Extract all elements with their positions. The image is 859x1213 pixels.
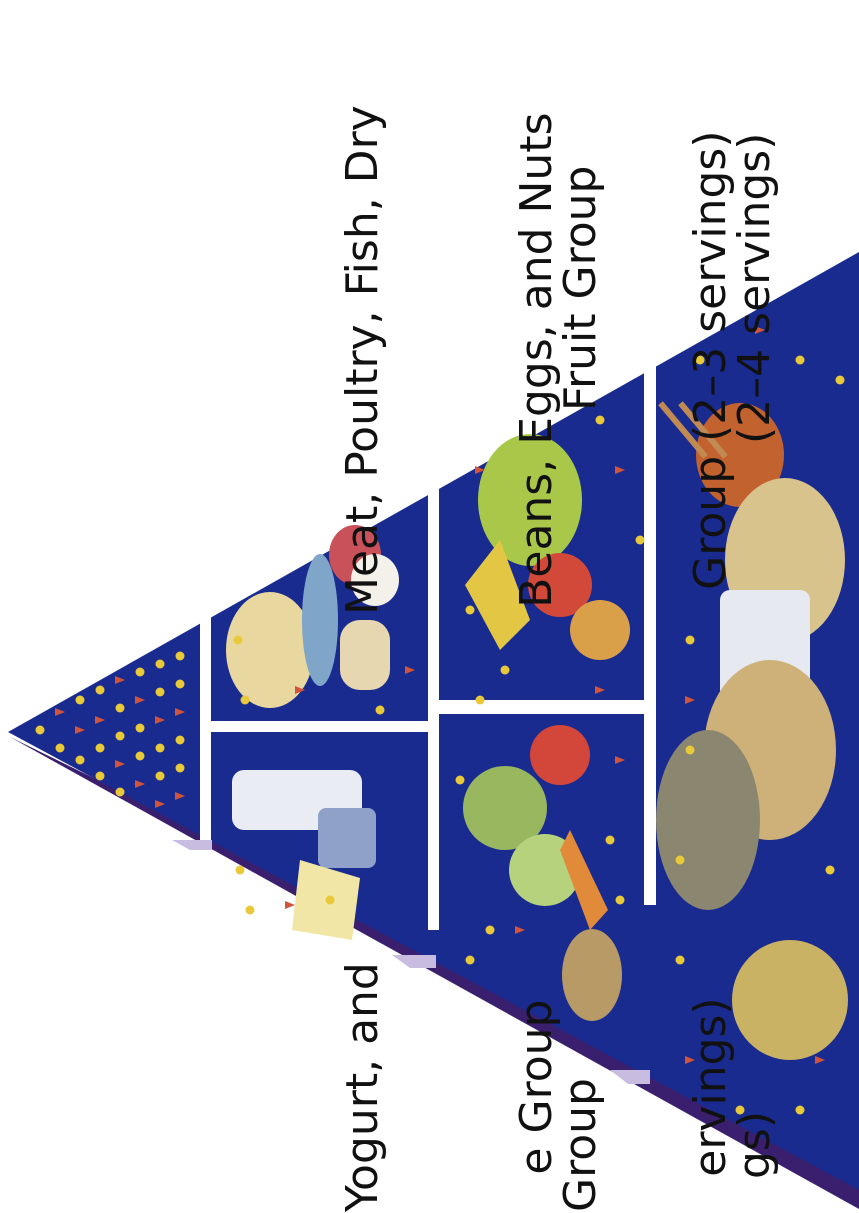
dot-circle [246, 906, 255, 915]
dot-circle [156, 688, 165, 697]
label-fruit-line-2: (2–4 servings) [726, 133, 784, 444]
dot-circle [686, 636, 695, 645]
dot-circle [156, 660, 165, 669]
dot-circle [236, 866, 245, 875]
dot-circle [36, 726, 45, 735]
label-vegetable-line-1: Group [552, 1078, 610, 1212]
ledge-1 [172, 840, 212, 850]
label-vegetable-group: Group gs) [436, 1078, 859, 1212]
dot-circle [56, 744, 65, 753]
dot-circle [616, 896, 625, 905]
dot-circle [96, 744, 105, 753]
dot-triangle [285, 901, 295, 909]
dot-circle [501, 666, 510, 675]
label-fruit-line-1: Fruit Group [552, 133, 610, 444]
dot-circle [241, 696, 250, 705]
dot-circle [76, 756, 85, 765]
dot-circle [96, 772, 105, 781]
dot-circle [456, 776, 465, 785]
dot-circle [116, 704, 125, 713]
dot-circle [234, 636, 243, 645]
divider-tip [200, 605, 211, 860]
dot-circle [176, 652, 185, 661]
label-fruit-group: Fruit Group (2–4 servings) [436, 133, 859, 444]
dot-circle [176, 680, 185, 689]
dot-circle [136, 724, 145, 733]
dot-circle [606, 836, 615, 845]
dot-circle [136, 752, 145, 761]
label-milk-line-1: Yogurt, and [334, 962, 392, 1212]
dot-circle [116, 732, 125, 741]
dot-circle [176, 764, 185, 773]
dot-circle [176, 736, 185, 745]
dot-circle [76, 696, 85, 705]
dot-circle [686, 746, 695, 755]
label-vegetable-line-2: gs) [726, 1078, 784, 1212]
dot-circle [116, 788, 125, 797]
label-meat-line-1: Meat, Poultry, Fish, Dry [334, 105, 392, 615]
dot-circle [156, 744, 165, 753]
dot-circle [326, 896, 335, 905]
divider-veg-fruit [434, 700, 648, 714]
dot-circle [376, 706, 385, 715]
dot-circle [826, 866, 835, 875]
dot-circle [676, 856, 685, 865]
dot-circle [486, 926, 495, 935]
dot-circle [156, 772, 165, 781]
dot-circle [96, 686, 105, 695]
divider-milk-meat [205, 721, 431, 732]
dot-circle [476, 696, 485, 705]
dot-circle [136, 668, 145, 677]
